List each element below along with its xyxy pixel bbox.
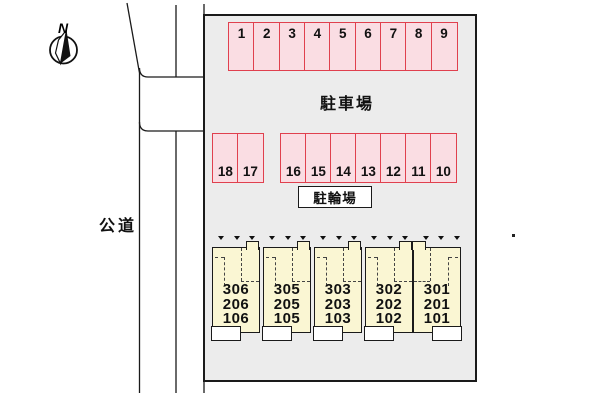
arrow-icon: [401, 236, 408, 240]
unit-roof-notch: [412, 240, 427, 250]
balcony-dash: [343, 281, 361, 282]
balcony-dash: [449, 257, 458, 258]
unit-room-numbers: 301 201 101: [423, 281, 451, 327]
balcony-dash: [317, 257, 326, 258]
arrow-icon: [248, 236, 255, 240]
road-left-edge: [126, 2, 141, 393]
building-unit-105: 305 205 105: [262, 236, 311, 341]
unit-entrance: [313, 326, 344, 341]
balcony-dash: [266, 257, 275, 258]
balcony-dash: [292, 248, 293, 281]
parking-stall-12: 12: [380, 133, 407, 183]
building-unit-101: 301 201 101: [412, 236, 462, 341]
parking-row-left-group: 18 17: [212, 133, 264, 183]
unit-roof-notch: [399, 240, 413, 250]
parking-stall-1: 1: [228, 22, 255, 71]
driveway-curb-top: [138, 67, 203, 78]
unit-roof-notch: [297, 240, 311, 250]
arrow-icon: [217, 236, 224, 240]
parking-stall-13: 13: [355, 133, 382, 183]
compass-north-label: N: [58, 20, 69, 36]
map-speck: [512, 234, 515, 237]
unit-room-numbers: 303 203 103: [324, 281, 352, 327]
parking-stall-8: 8: [405, 22, 433, 71]
unit-room-numbers: 306 206 106: [222, 281, 250, 327]
compass-icon: N: [49, 20, 78, 66]
parking-stall-9: 9: [430, 22, 458, 71]
arrow-icon: [319, 236, 326, 240]
balcony-dash: [394, 248, 395, 281]
balcony-dash: [430, 248, 431, 281]
balcony-dash: [275, 257, 276, 286]
parking-stall-11: 11: [405, 133, 432, 183]
parking-stall-10: 10: [430, 133, 457, 183]
parking-stall-18: 18: [212, 133, 239, 183]
parking-row-top: 1 2 3 4 5 6 7 8 9: [228, 22, 458, 71]
building-unit-102: 302 202 102: [364, 236, 413, 341]
parking-stall-4: 4: [303, 22, 331, 71]
balcony-dash: [292, 281, 310, 282]
balcony-dash: [224, 257, 225, 286]
building-unit-106: 306 206 106: [211, 236, 260, 341]
arrow-icon: [299, 236, 306, 240]
balcony-dash: [215, 257, 224, 258]
building-unit-103: 303 203 103: [313, 236, 362, 341]
balcony-dash: [241, 281, 259, 282]
unit-roof-notch: [246, 240, 260, 250]
arrow-icon: [233, 236, 240, 240]
parking-stall-3: 3: [278, 22, 306, 71]
arrow-icon: [335, 236, 342, 240]
arrow-icon: [386, 236, 393, 240]
parking-stall-15: 15: [305, 133, 332, 183]
balcony-dash: [377, 257, 378, 286]
balcony-dash: [343, 248, 344, 281]
balcony-dash: [448, 257, 449, 286]
unit-entrance: [431, 326, 462, 341]
arrow-icon: [437, 236, 444, 240]
arrow-icon: [284, 236, 291, 240]
unit-entrance: [364, 326, 395, 341]
unit-entrance: [211, 326, 242, 341]
balcony-dash: [368, 257, 377, 258]
unit-roof-notch: [348, 240, 362, 250]
arrow-icon: [422, 236, 429, 240]
bicycle-parking-label: 駐輪場: [298, 186, 372, 208]
arrow-icon: [268, 236, 275, 240]
public-road-label: 公道: [99, 218, 138, 235]
balcony-dash: [414, 281, 430, 282]
balcony-dash: [241, 248, 242, 281]
parking-stall-5: 5: [329, 22, 357, 71]
parking-stall-17: 17: [237, 133, 264, 183]
arrow-icon: [453, 236, 460, 240]
balcony-dash: [394, 281, 412, 282]
parking-stall-2: 2: [253, 22, 281, 71]
unit-room-numbers: 302 202 102: [375, 281, 403, 327]
parking-stall-14: 14: [330, 133, 357, 183]
parking-row-right-group: 16 15 14 13 12 11 10: [280, 133, 457, 183]
unit-entrance: [262, 326, 293, 341]
parking-stall-6: 6: [354, 22, 382, 71]
balcony-dash: [326, 257, 327, 286]
arrow-icon: [350, 236, 357, 240]
driveway-curb-bottom: [138, 121, 203, 132]
bicycle-parking-text: 駐輪場: [313, 191, 357, 206]
parking-lot-label: 駐車場: [319, 96, 374, 113]
arrow-icon: [370, 236, 377, 240]
unit-room-numbers: 305 205 105: [273, 281, 301, 327]
parking-stall-16: 16: [280, 133, 307, 183]
parking-stall-7: 7: [379, 22, 407, 71]
